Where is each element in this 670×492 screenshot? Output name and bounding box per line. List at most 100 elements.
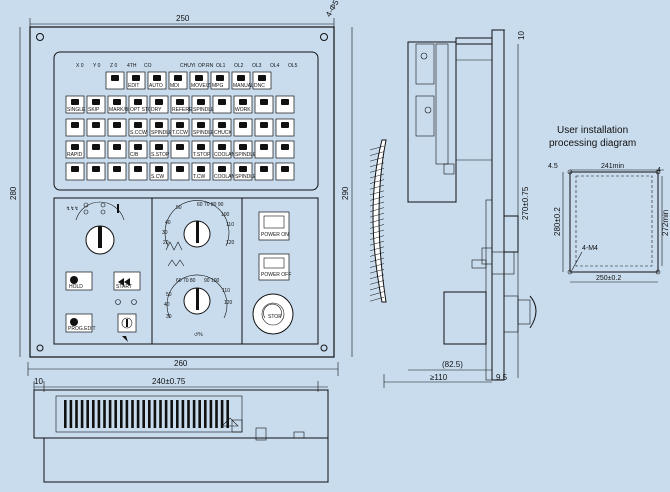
keypad-key-label: REFERENCE (172, 107, 204, 113)
keypad-key[interactable]: MDI (168, 71, 188, 90)
keypad-key[interactable]: MARK/BLOCK (107, 95, 142, 114)
svg-text:120: 120 (226, 240, 235, 246)
fin (80, 400, 84, 428)
keypad-key[interactable] (105, 71, 125, 90)
keypad-key[interactable]: SPINDLE (191, 118, 215, 137)
hatch-line (369, 190, 385, 196)
fin (148, 400, 151, 428)
keypad-key-label: RAPID (67, 152, 83, 158)
keypad-key[interactable] (233, 118, 253, 137)
keypad-key[interactable] (254, 162, 274, 181)
keypad-key[interactable]: OPT STOP (128, 95, 156, 114)
keypad-key[interactable]: EDIT (126, 71, 146, 90)
keypad-key-label: OPT STOP (130, 107, 156, 113)
keypad-key-label: T.STOP (193, 152, 211, 158)
keypad-key[interactable] (86, 140, 106, 159)
keypad-key[interactable]: COOLANT (212, 162, 238, 181)
fin (192, 400, 196, 428)
keypad-key[interactable]: COOLANT (212, 140, 238, 159)
keypad-key[interactable] (254, 118, 274, 137)
keypad-key[interactable]: AUTO (147, 71, 167, 90)
fin (226, 400, 229, 428)
keypad-key[interactable]: DNC (252, 71, 272, 90)
keypad-key[interactable]: SPINDLE (191, 95, 215, 114)
dim-side-depth-inner: (82.5) (442, 360, 463, 369)
keypad-key[interactable] (275, 118, 295, 137)
keypad-key[interactable] (212, 95, 232, 114)
fin (92, 400, 95, 428)
svg-text:60 70 80 90: 60 70 80 90 (197, 202, 224, 208)
hold-button[interactable]: HOLD (65, 271, 93, 291)
dim-inst-holes: 4-M4 (582, 245, 598, 252)
key-lock-switch[interactable] (117, 313, 137, 342)
keypad-key[interactable] (170, 140, 190, 159)
keypad-key[interactable] (65, 162, 85, 181)
hatch-line (369, 285, 385, 291)
hatch-line (369, 240, 385, 246)
dim-side-top: 10 (517, 31, 526, 40)
keypad-key[interactable]: WORK (233, 95, 253, 114)
keypad-key[interactable] (275, 95, 295, 114)
keypad-key[interactable]: C/B (128, 140, 148, 159)
keypad-key[interactable]: T.CW (191, 162, 211, 181)
hatch-line (369, 280, 385, 285)
keypad-key[interactable] (128, 162, 148, 181)
svg-text:90 100: 90 100 (204, 278, 220, 284)
keypad-key[interactable]: RAPID (65, 140, 85, 159)
fin (136, 400, 140, 428)
keypad-key[interactable]: S.STOP (149, 140, 170, 159)
keypad-key[interactable] (254, 95, 274, 114)
keypad-key[interactable]: SPINDLE (149, 118, 173, 137)
hatch-line (369, 151, 385, 156)
svg-text:POWER ON: POWER ON (261, 232, 289, 238)
keypad-key[interactable]: T.STOP (191, 140, 211, 159)
keypad-key[interactable] (107, 140, 127, 159)
prog-edit-button[interactable]: PROG.EDIT (65, 313, 96, 333)
keypad-key[interactable] (86, 162, 106, 181)
power-off-button[interactable]: POWER OFF (258, 253, 291, 281)
keypad-key-label: DRY (151, 107, 162, 113)
keypad-key[interactable]: MOVE/ZRN (189, 71, 218, 90)
keypad-key[interactable] (254, 140, 274, 159)
fin (209, 400, 213, 428)
emergency-stop-button[interactable]: STOP (252, 293, 294, 335)
fin (215, 400, 218, 428)
keypad-key[interactable]: MPG (210, 71, 230, 90)
installation-title-2: processing diagram (549, 138, 636, 149)
start-button[interactable]: START (113, 271, 141, 291)
keypad-key[interactable]: DRY (149, 95, 169, 114)
svg-text:↺%: ↺% (194, 332, 203, 338)
keypad-key[interactable] (170, 162, 190, 181)
keypad-key[interactable]: REFERENCE (170, 95, 204, 114)
keypad-key[interactable]: SPINDLE (233, 162, 257, 181)
keypad-key[interactable]: S.CW (149, 162, 169, 181)
keypad-key[interactable]: MANUAL (231, 71, 254, 90)
function-label: OP.RN (198, 63, 214, 69)
keypad-key[interactable] (275, 140, 295, 159)
svg-text:20: 20 (163, 240, 169, 246)
keypad-key[interactable]: SPINDLE (233, 140, 257, 159)
power-on-button[interactable]: POWER ON (258, 211, 290, 241)
keypad-key[interactable] (65, 118, 85, 137)
keypad-key[interactable] (107, 162, 127, 181)
keypad-key[interactable]: S.CCW (128, 118, 148, 137)
dim-width-bottom: 260 (174, 359, 188, 368)
hatch-line (369, 224, 385, 229)
keypad-key[interactable]: CHUCK (212, 118, 232, 137)
keypad-key[interactable] (86, 118, 106, 137)
keypad-key[interactable] (107, 118, 127, 137)
keypad-key[interactable]: SKIP (86, 95, 106, 114)
hatch-line (369, 207, 385, 212)
keypad-key[interactable]: T.CCW (170, 118, 190, 137)
svg-text:↯↯↯: ↯↯↯ (66, 206, 79, 212)
keypad-key[interactable]: SINGLE (65, 95, 86, 114)
keypad-key[interactable] (275, 162, 295, 181)
svg-text:30: 30 (162, 230, 168, 236)
hatch-line (369, 145, 385, 151)
hatch-line (369, 156, 385, 162)
